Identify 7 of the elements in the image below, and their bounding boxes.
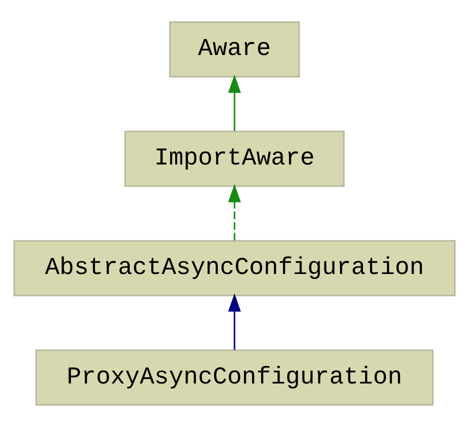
node-box: Aware [169, 20, 300, 78]
arrow [228, 292, 241, 350]
node-box: ImportAware [124, 130, 345, 186]
node-box: ProxyAsyncConfiguration [35, 348, 434, 406]
node-box: AbstractAsyncConfiguration [13, 240, 456, 296]
arrow [228, 74, 241, 130]
arrow [228, 184, 241, 240]
